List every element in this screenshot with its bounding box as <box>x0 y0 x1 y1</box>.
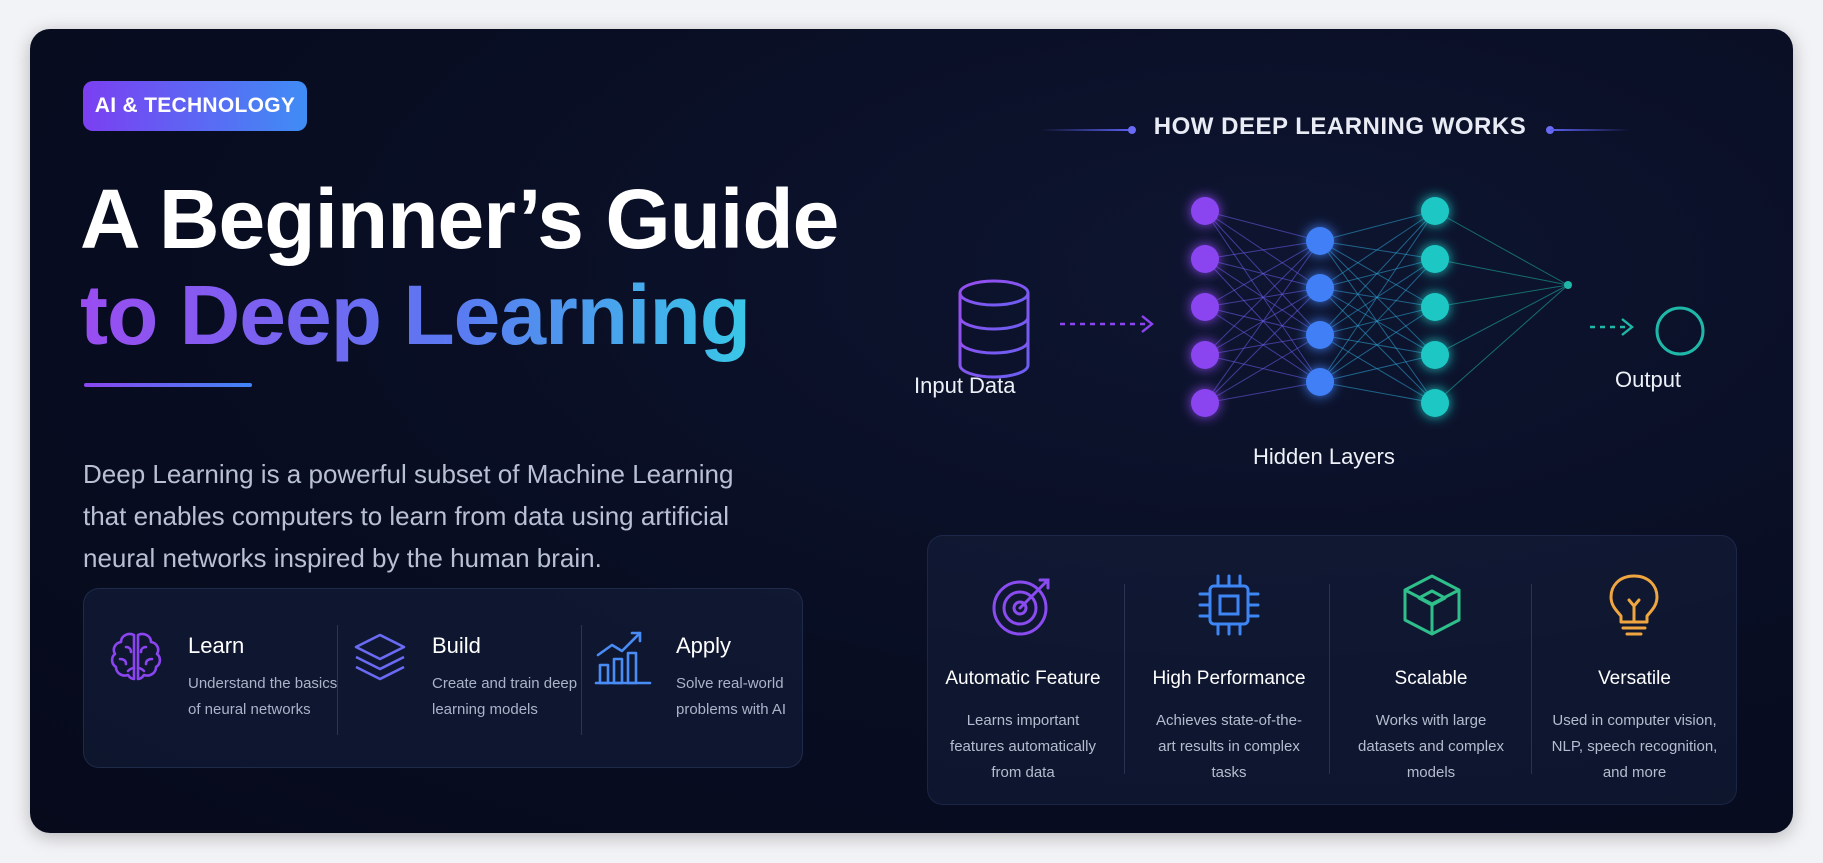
intro-paragraph: Deep Learning is a powerful subset of Ma… <box>83 459 734 573</box>
connection-line <box>1434 284 1569 308</box>
connection-line <box>1319 210 1436 242</box>
network-nodes <box>1191 197 1572 417</box>
connection-line <box>1204 240 1321 404</box>
connection-line <box>1204 210 1321 242</box>
connection-line <box>1319 306 1436 383</box>
input-layer-node <box>1191 293 1219 321</box>
feature-performance: High Performance Achieves state-of-the-a… <box>1126 536 1332 804</box>
connection-line <box>1204 334 1321 404</box>
hidden-layer-node <box>1306 368 1334 396</box>
feature-title: Versatile <box>1598 668 1671 689</box>
feature-title: High Performance <box>1152 668 1306 689</box>
features-panel: Automatic Feature Learns important featu… <box>927 535 1737 805</box>
hidden-layer-node <box>1306 227 1334 255</box>
divider <box>581 625 582 735</box>
convergence-point <box>1564 281 1572 289</box>
step-description: Understand the basics of neural networks <box>188 675 338 718</box>
input-layer-node <box>1191 389 1219 417</box>
connection-line <box>1319 210 1436 336</box>
growth-chart-icon <box>592 625 656 689</box>
feature-description: Works with large datasets and complex mo… <box>1358 712 1504 781</box>
step-title: Learn <box>188 633 245 658</box>
input-layer-node <box>1191 341 1219 369</box>
hidden-layer-node <box>1421 341 1449 369</box>
connection-line <box>1319 354 1436 383</box>
title-rule-left <box>1040 129 1132 131</box>
steps-panel: Learn Understand the basics of neural ne… <box>83 588 803 768</box>
step-learn: Learn Understand the basics of neural ne… <box>84 589 337 767</box>
divider <box>1531 584 1532 774</box>
title-line-2: to Deep Learning <box>80 265 751 365</box>
connection-line <box>1204 381 1321 404</box>
neural-network-diagram <box>958 197 1705 417</box>
hidden-layers-label: Hidden Layers <box>1253 444 1395 469</box>
feature-scalable: Scalable Works with large datasets and c… <box>1331 536 1531 804</box>
feature-description: Achieves state-of-the-art results in com… <box>1156 712 1302 781</box>
divider <box>1124 584 1125 774</box>
output-node <box>1655 306 1705 356</box>
hidden-layer-node <box>1306 321 1334 349</box>
connection-line <box>1434 284 1569 404</box>
feature-title: Scalable <box>1394 668 1468 689</box>
feature-automatic: Automatic Feature Learns important featu… <box>928 536 1118 804</box>
connection-line <box>1204 240 1321 260</box>
title-underline <box>84 383 252 387</box>
connection-line <box>1204 240 1321 356</box>
feature-title: Automatic Feature <box>945 668 1101 689</box>
infographic-card: AI & TECHNOLOGY A Beginner’s Guide to De… <box>30 29 1793 833</box>
hidden-layer-node <box>1421 197 1449 225</box>
feature-description: Learns important features automatically … <box>950 712 1096 781</box>
step-build: Build Create and train deep learning mod… <box>328 589 577 767</box>
feature-description: Used in computer vision, NLP, speech rec… <box>1551 712 1718 781</box>
target-icon <box>988 570 1058 640</box>
category-badge: AI & TECHNOLOGY <box>83 81 307 131</box>
step-title: Build <box>432 633 481 658</box>
connection-line <box>1319 381 1436 404</box>
brain-icon <box>104 625 168 689</box>
input-layer-node <box>1191 245 1219 273</box>
input-layer-node <box>1191 197 1219 225</box>
connection-line <box>1434 258 1569 286</box>
connection-line <box>1204 287 1321 404</box>
hidden-layer-node <box>1421 245 1449 273</box>
hidden-layer-node <box>1306 274 1334 302</box>
hidden-layer-node <box>1421 389 1449 417</box>
step-title: Apply <box>676 633 732 658</box>
step-description: Solve real-world problems with AI <box>676 675 787 718</box>
input-arrow <box>1060 315 1154 333</box>
cube-icon <box>1397 570 1467 640</box>
hidden-layer-node <box>1421 293 1449 321</box>
input-data-label: Input Data <box>914 373 1016 398</box>
connection-line <box>1319 210 1436 383</box>
divider <box>337 625 338 735</box>
connection-line <box>1319 258 1436 383</box>
network-connections <box>1204 210 1569 404</box>
diagram-title: HOW DEEP LEARNING WORKS <box>1153 113 1527 140</box>
output-label: Output <box>1615 367 1682 392</box>
connection-line <box>1319 210 1436 289</box>
connection-line <box>1434 284 1569 356</box>
layers-icon <box>348 625 412 689</box>
output-arrow <box>1590 318 1634 336</box>
database-icon <box>958 279 1030 379</box>
step-description: Create and train deep learning models <box>432 675 578 718</box>
connection-line <box>1434 210 1569 286</box>
feature-versatile: Versatile Used in computer vision, NLP, … <box>1533 536 1736 804</box>
chip-icon <box>1194 570 1264 640</box>
connection-line <box>1204 240 1321 308</box>
lightbulb-icon <box>1599 570 1669 640</box>
divider <box>1329 584 1330 774</box>
step-apply: Apply Solve real-world problems with AI <box>572 589 802 767</box>
title-line-1: A Beginner’s Guide <box>80 172 839 266</box>
title-rule-right <box>1550 129 1630 131</box>
title-dot-left <box>1128 126 1136 134</box>
